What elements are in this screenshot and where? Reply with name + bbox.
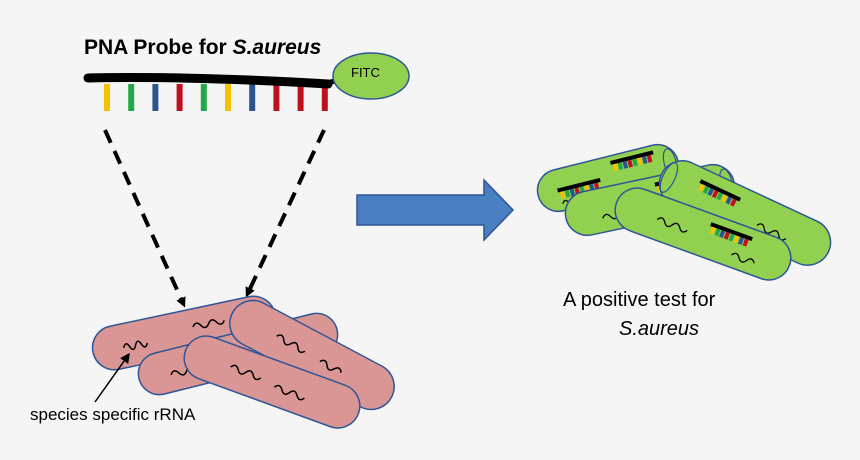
bound-probe: [698, 179, 742, 207]
bound-probe-base: [637, 157, 643, 166]
bound-probe-base: [725, 196, 733, 205]
bacterium-pink-4: [183, 335, 361, 429]
dashed-arrow-left: [103, 129, 186, 308]
bound-probe-base: [728, 233, 735, 242]
rrna-pointer-arrow: [94, 352, 130, 403]
bound-probe-backbone: [699, 179, 742, 202]
bound-probe-backbone: [710, 222, 753, 242]
bound-probe-base: [617, 162, 624, 171]
dashed-arrow-right: [245, 129, 326, 298]
rrna-squiggle: [656, 217, 688, 233]
rrna-squiggle: [230, 364, 262, 381]
bound-probe-backbone: [557, 177, 601, 193]
bound-probe-base: [737, 236, 745, 245]
bound-probe-base: [714, 228, 721, 237]
bound-probe-base: [711, 190, 719, 199]
fitc-label: FITC: [351, 65, 380, 80]
bacterium-green-4: [614, 187, 792, 281]
bound-probe-base: [702, 185, 710, 194]
bound-probe-base: [569, 188, 576, 197]
rrna-squiggle: [273, 384, 305, 401]
bound-probe-base: [730, 198, 737, 207]
rrna-squiggle: [123, 340, 148, 351]
process-arrow: [356, 178, 515, 242]
probe-title: PNA Probe for S.aureus: [84, 36, 321, 60]
bound-probe-base: [632, 158, 638, 167]
probe-title-species: S.aureus: [232, 36, 322, 59]
rrna-squiggle: [276, 334, 306, 354]
bound-probe-backbone: [609, 150, 654, 165]
labeled-bacteria: [536, 143, 832, 281]
bound-probe-base: [720, 194, 728, 203]
bound-probe-base: [646, 154, 653, 163]
bound-probe-base: [733, 235, 740, 244]
bound-probe-base: [641, 156, 648, 164]
bound-probe-base: [742, 238, 749, 247]
result-text-line1: A positive test for: [563, 289, 716, 311]
unlabeled-bacteria: [91, 295, 395, 429]
probe-backbone: [83, 72, 333, 89]
probe-title-prefix: PNA Probe for: [84, 36, 233, 59]
bound-probe-base: [698, 183, 705, 192]
bound-probe-base: [564, 189, 571, 198]
bound-probe-base: [559, 191, 566, 199]
bound-probe-base: [612, 163, 619, 172]
bound-probe: [609, 150, 654, 172]
rrna-squiggle: [192, 319, 225, 329]
result-text-line2: S.aureus: [619, 318, 700, 340]
bound-probe-base: [709, 226, 716, 235]
bound-probe-base: [627, 159, 633, 168]
bound-probe-base: [723, 231, 730, 240]
bound-probe-base: [719, 230, 726, 239]
rrna-label: species specific rRNA: [30, 405, 196, 424]
pna-probe: [83, 52, 410, 111]
fitc-label-ellipse: [332, 52, 410, 100]
bound-probe: [709, 222, 753, 247]
probe-base-ticks: [104, 84, 328, 111]
rrna-squiggle: [731, 252, 755, 264]
bound-probe-base: [707, 187, 714, 197]
cell-end-cap: [659, 162, 679, 193]
bound-probe-base: [622, 161, 629, 169]
rrna-squiggle: [319, 359, 342, 373]
bound-probe-base: [716, 192, 724, 201]
